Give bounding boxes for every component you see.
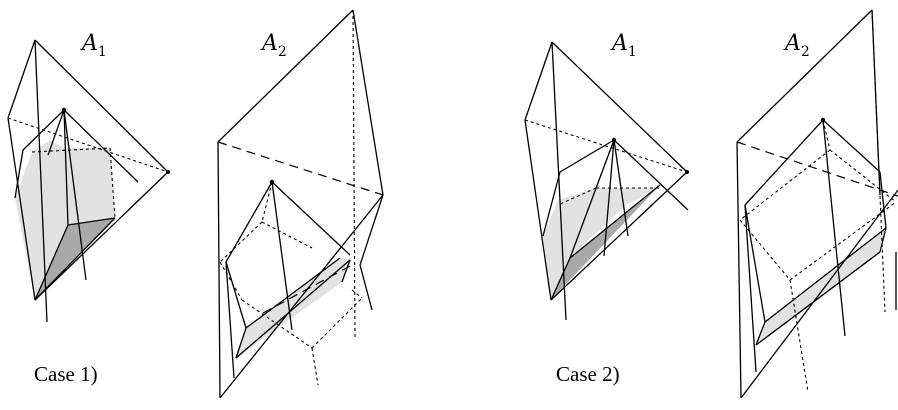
case1-a2-label-sub: 2 xyxy=(278,44,287,60)
case1-a2-label: A2 xyxy=(260,31,287,60)
case1-a1-figure xyxy=(7,39,170,323)
case2-a1-figure xyxy=(524,41,689,321)
case2-a1-label-main: A xyxy=(610,31,628,56)
case1-a2-label-main: A xyxy=(260,31,278,56)
case2-a1-label-sub: 1 xyxy=(628,44,637,60)
case1-a1-light-face xyxy=(15,140,115,300)
case2-a2-shaded-face xyxy=(756,228,886,345)
case1-a1-label-main: A xyxy=(80,31,98,56)
case1-a2-figure xyxy=(217,9,384,399)
case2-a2-label-sub: 2 xyxy=(801,44,810,60)
case2-a1-light-face xyxy=(543,188,660,300)
case1-a1-label: A1 xyxy=(80,31,107,60)
case2-caption: Case 2) xyxy=(556,362,620,386)
case2-a1-label: A1 xyxy=(610,31,637,60)
case1-a1-label-sub: 1 xyxy=(98,44,107,60)
case2-a2-label-main: A xyxy=(783,31,801,56)
case2-a2-label: A2 xyxy=(783,31,810,60)
case2-a2-figure xyxy=(736,9,898,399)
case1-caption: Case 1) xyxy=(34,362,98,386)
